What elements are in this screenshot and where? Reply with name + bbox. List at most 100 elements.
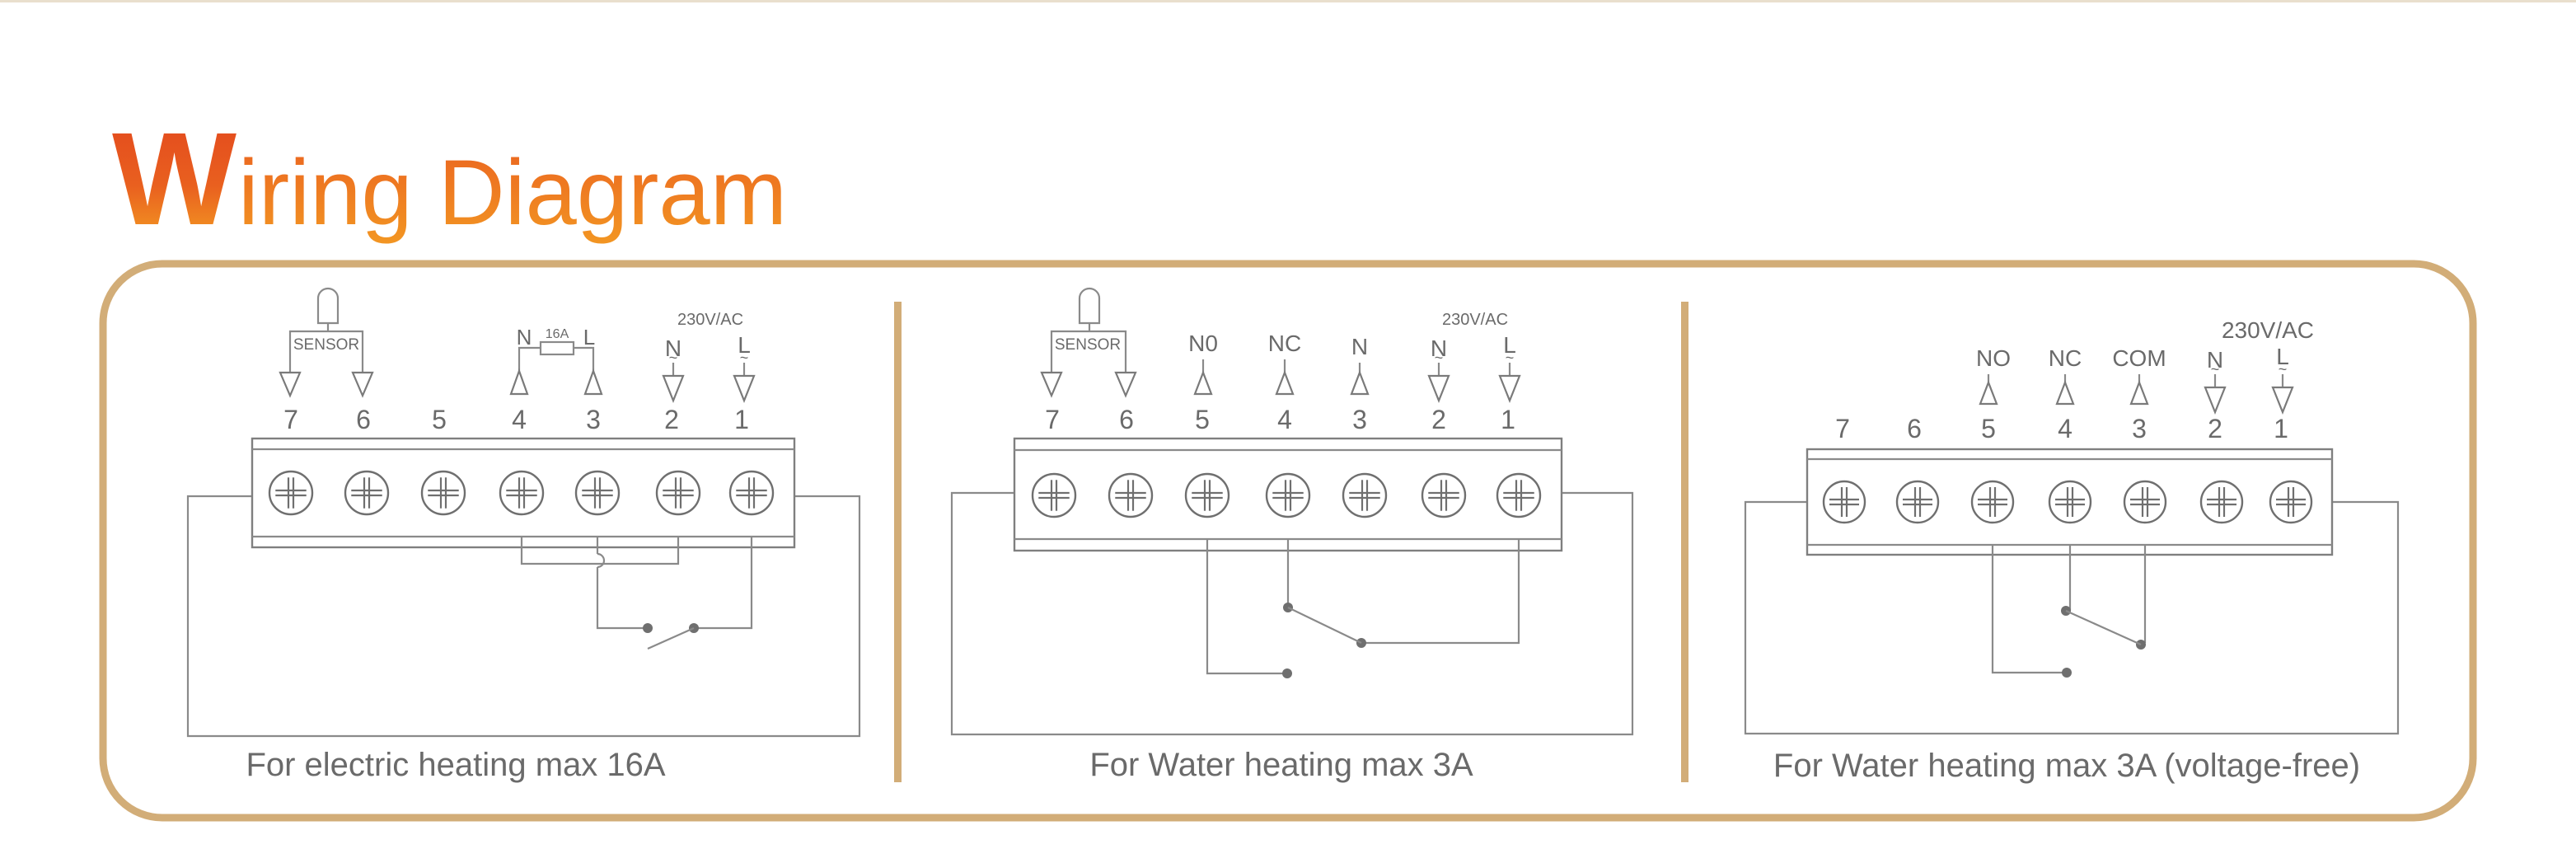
terminal-screw-icon	[1265, 472, 1311, 518]
terminal-numbers: 7 6 5 4 3 2 1	[1045, 405, 1515, 434]
panel-divider	[1681, 302, 1688, 782]
panel-water-heating-voltage-free: 7 6 5 4 3 2 1 NO NC COM 230V/AC N L ~ ~	[1744, 317, 2400, 784]
terminal-number: 1	[2274, 414, 2288, 443]
arrow-down-icon	[1498, 374, 1521, 403]
terminal-number: 4	[512, 405, 527, 434]
terminal-number: 6	[356, 405, 371, 434]
panel-caption: For Water heating max 3A (voltage-free)	[1773, 748, 2360, 784]
terminal-l-label: L	[738, 332, 751, 358]
terminal-screw-icon	[2199, 480, 2244, 524]
tilde-glyph: ~	[2211, 361, 2220, 378]
switch-lever	[647, 626, 695, 650]
terminal-numbers: 7 6 5 4 3 2 1	[1835, 414, 2288, 443]
terminal-screw-icon	[1031, 472, 1077, 518]
arrow-down-icon	[733, 374, 756, 403]
outer-loop-wire	[950, 491, 1634, 736]
wire-crossover	[597, 552, 606, 569]
terminal-screw-icon	[1342, 472, 1388, 518]
switch-contact	[643, 623, 653, 633]
switch-lever	[1287, 607, 1362, 644]
terminal-screw-icon	[1822, 480, 1866, 524]
contact-label: NO	[1976, 345, 2011, 371]
sensor-probe: SENSOR	[288, 287, 364, 373]
outer-loop-wire	[1744, 500, 2400, 735]
fuse-n-label: N	[517, 325, 532, 349]
fuse-circuit: N L 16A	[517, 325, 595, 394]
terminal-screw-icon	[2123, 480, 2167, 524]
arrow-up-icon	[2129, 379, 2149, 406]
sensor-loop-wire	[186, 495, 861, 738]
tilde-glyph: ~	[1506, 349, 1515, 366]
terminal-number: 5	[1981, 414, 1996, 443]
terminal-screw-icon	[344, 470, 390, 516]
switch-contact	[2062, 668, 2072, 678]
terminal-screw-icon	[728, 470, 775, 516]
sensor-probe: SENSOR	[1050, 287, 1127, 373]
terminal-number: 2	[1431, 405, 1446, 434]
arrow-down-icon	[2204, 386, 2227, 415]
tilde-glyph: ~	[2279, 361, 2288, 378]
terminal-n-label: N	[1431, 335, 1447, 361]
panel-electric-heating: 7 6 5 4 3 2 1 SENSOR N L 16A 230V/	[186, 287, 861, 783]
tilde-glyph: ~	[740, 349, 749, 366]
panel-water-heating: 7 6 5 4 3 2 1 SENSOR N0 NC N 230V/AC N L…	[950, 287, 1634, 783]
panel-caption: For Water heating max 3A	[1089, 747, 1473, 783]
terminal-number: 1	[734, 405, 749, 434]
contact-label: N0	[1188, 331, 1218, 356]
sensor-bulb	[1078, 287, 1101, 325]
contact-label: N	[1351, 334, 1368, 359]
contact-label: NC	[2049, 345, 2082, 371]
arrow-down-icon	[351, 371, 374, 398]
terminal-screws	[1031, 472, 1542, 518]
terminal-screw-icon	[420, 470, 466, 516]
terminal-n-label: N	[2207, 347, 2223, 373]
arrow-up-icon	[583, 368, 603, 396]
arrow-down-icon	[279, 371, 302, 398]
terminal-screw-icon	[1895, 480, 1940, 524]
voltage-label: 230V/AC	[1442, 311, 1508, 329]
switch-contact	[1282, 668, 1292, 678]
terminal-screw-icon	[499, 470, 545, 516]
fuse-icon	[539, 340, 575, 356]
terminal-number: 7	[1045, 405, 1060, 434]
sensor-bulb	[316, 287, 340, 325]
contact-label: COM	[2112, 345, 2166, 371]
terminal-number: 6	[1119, 405, 1134, 434]
arrow-down-icon	[1040, 371, 1063, 398]
terminal-screw-icon	[2269, 480, 2313, 524]
terminal-number: 3	[2132, 414, 2147, 443]
panel-divider	[894, 302, 902, 782]
terminal-l-label: L	[2276, 344, 2289, 369]
terminal-screws	[1822, 480, 2313, 524]
contact-label: NC	[1268, 331, 1301, 356]
terminal-screw-icon	[655, 470, 701, 516]
arrow-up-icon	[1193, 369, 1213, 396]
terminal-screw-icon	[1421, 472, 1467, 518]
switch-lever	[2065, 609, 2142, 646]
terminal-number: 5	[1195, 405, 1210, 434]
terminal-number: 2	[664, 405, 679, 434]
terminal-screw-icon	[1184, 472, 1230, 518]
terminal-numbers: 7 6 5 4 3 2 1	[283, 405, 749, 434]
terminal-number: 4	[2058, 414, 2073, 443]
terminal-screw-icon	[268, 470, 314, 516]
terminal-number: 2	[2208, 414, 2222, 443]
terminal-l-label: L	[1503, 332, 1516, 358]
terminal-number: 3	[1352, 405, 1367, 434]
terminal-number: 7	[1835, 414, 1850, 443]
terminal-screw-icon	[1108, 472, 1154, 518]
panel-caption: For electric heating max 16A	[246, 747, 665, 783]
terminal-screw-icon	[2048, 480, 2092, 524]
terminal-number: 5	[432, 405, 447, 434]
voltage-label: 230V/AC	[2222, 317, 2314, 343]
fuse-rating-label: 16A	[546, 327, 569, 341]
tilde-glyph: ~	[669, 349, 678, 366]
sensor-label: SENSOR	[293, 336, 359, 354]
terminal-number: 6	[1907, 414, 1922, 443]
terminal-n-label: N	[665, 335, 681, 361]
terminal-screw-icon	[1970, 480, 2015, 524]
arrow-up-icon	[509, 368, 529, 396]
title-rest: iring Diagram	[238, 141, 787, 244]
bridge-wire	[520, 537, 680, 565]
